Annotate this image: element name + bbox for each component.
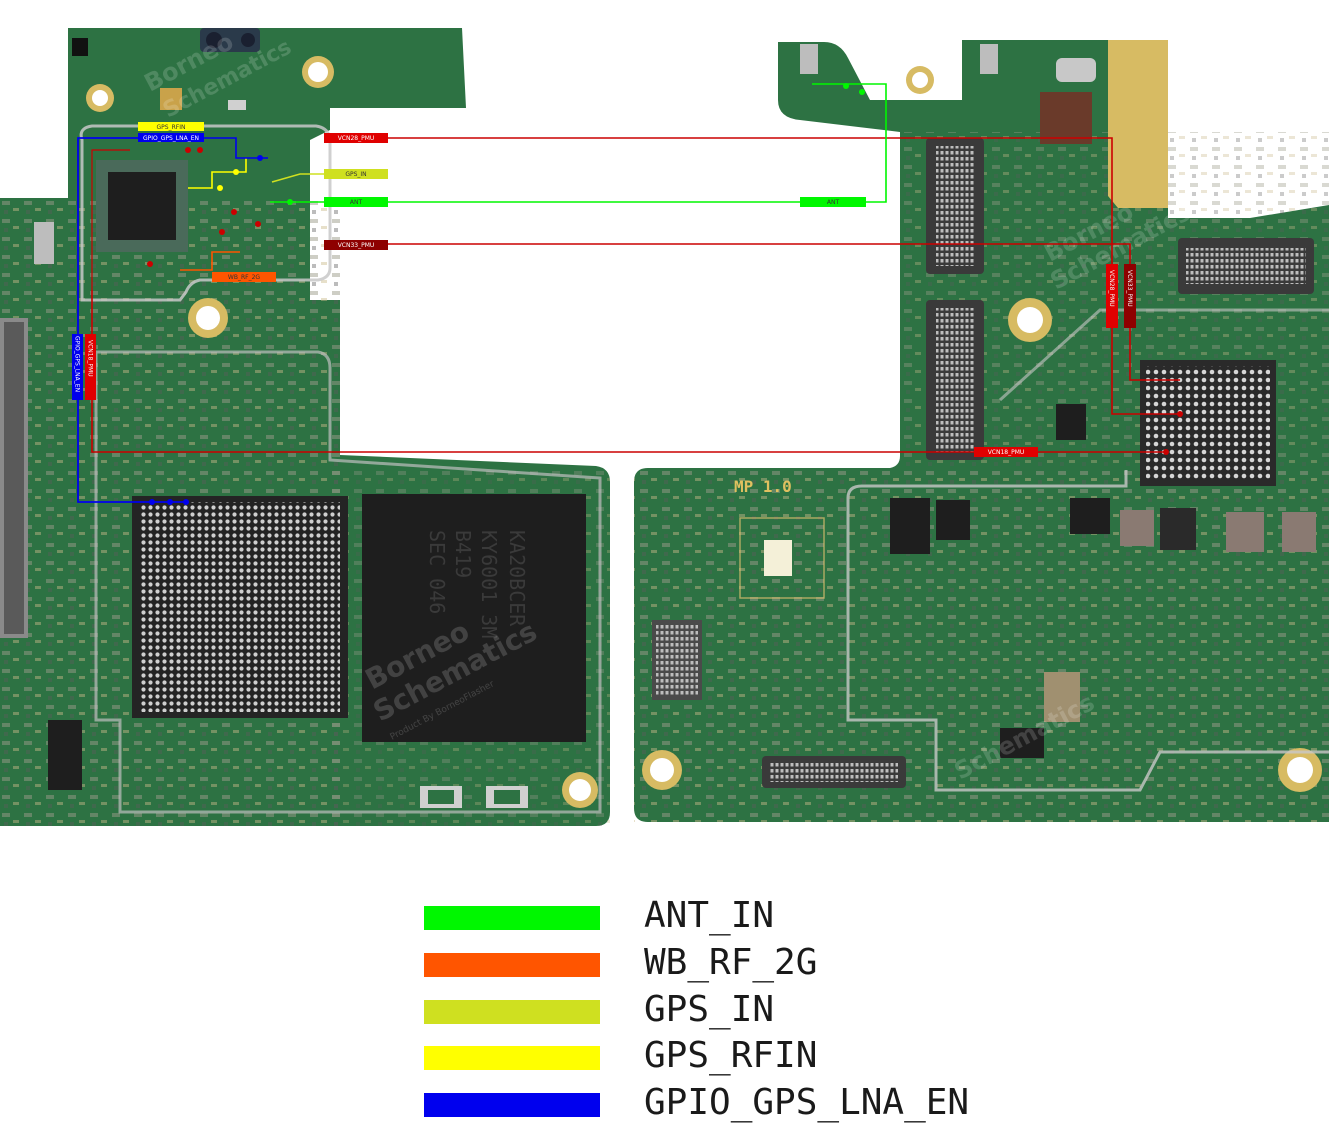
legend-item-gps-rfin: GPS_RFIN [424, 1036, 1124, 1076]
legend-label-gps-in: GPS_IN [644, 989, 775, 1030]
svg-text:VCN33_PMU: VCN33_PMU [338, 242, 375, 249]
legend-swatch-gps-in [424, 1000, 600, 1024]
svg-text:WB_RF_2G: WB_RF_2G [228, 274, 260, 281]
svg-text:ANT: ANT [350, 199, 363, 206]
legend-item-ant-in: ANT_IN [424, 896, 1124, 936]
right-board: MP 1.0 [634, 40, 1329, 822]
legend-item-wb-rf-2g: WB_RF_2G [424, 943, 1124, 983]
legend-swatch-gpio-gps-lna-en [424, 1093, 600, 1117]
trace-gpio-gps-lna-en [77, 137, 188, 503]
tag-vcn18-pmu-left: VCN18_PMU [85, 334, 96, 400]
tag-vcn33-pmu-right: VCN33_PMU [1124, 264, 1136, 328]
trace-gps-in [271, 173, 324, 183]
legend-swatch-gps-rfin [424, 1046, 600, 1070]
svg-text:ANT: ANT [827, 199, 840, 206]
trace-gps-rfin [188, 158, 247, 189]
memory-chip-marking: SEC 046 B419 KY6001 3M KA20BCER [425, 530, 529, 638]
svg-text:VCN18_PMU: VCN18_PMU [988, 449, 1025, 456]
tag-vcn33-pmu-top: VCN33_PMU [324, 240, 388, 250]
svg-text:GPIO_GPS_LNA_EN: GPIO_GPS_LNA_EN [74, 336, 81, 392]
chip-line-2: B419 [451, 530, 475, 578]
chip-line-4: KA20BCER [505, 530, 529, 627]
svg-text:GPS_IN: GPS_IN [345, 171, 366, 178]
legend-item-gps-in: GPS_IN [424, 990, 1124, 1030]
legend: ANT_IN WB_RF_2G GPS_IN GPS_RFIN GPIO_GPS… [0, 880, 1329, 1130]
trace-wb-rf-2g [180, 251, 240, 271]
svg-text:VCN28_PMU: VCN28_PMU [1108, 270, 1115, 307]
tag-wb-rf-2g: WB_RF_2G [212, 272, 276, 282]
tag-ant-left: ANT [324, 197, 388, 207]
legend-label-gpio-gps-lna-en: GPIO_GPS_LNA_EN [644, 1082, 970, 1123]
svg-text:GPIO_GPS_LNA_EN: GPIO_GPS_LNA_EN [143, 135, 199, 142]
chip-line-3: KY6001 3M [477, 530, 501, 638]
chip-line-1: SEC 046 [425, 530, 449, 614]
board-version-label: MP 1.0 [734, 477, 792, 496]
net-tags: GPS_RFIN GPIO_GPS_LNA_EN VCN28_PMU GPS_I… [72, 122, 1136, 457]
svg-text:VCN28_PMU: VCN28_PMU [338, 135, 375, 142]
tag-ant-right: ANT [800, 197, 866, 207]
legend-swatch-wb-rf-2g [424, 953, 600, 977]
tag-gpio-gps-lna-en-vertical: GPIO_GPS_LNA_EN [72, 334, 83, 400]
tag-vcn28-pmu-top: VCN28_PMU [324, 133, 388, 143]
tag-gps-rfin: GPS_RFIN [138, 122, 204, 131]
legend-item-gpio-gps-lna-en: GPIO_GPS_LNA_EN [424, 1083, 1124, 1123]
legend-swatch-ant-in [424, 906, 600, 930]
left-board: SEC 046 B419 KY6001 3M KA20BCER [0, 28, 610, 826]
pcb-board-diagram: SEC 046 B419 KY6001 3M KA20BCER [0, 27, 1329, 826]
legend-label-ant-in: ANT_IN [644, 895, 775, 936]
tag-gps-in: GPS_IN [324, 169, 388, 179]
legend-label-gps-rfin: GPS_RFIN [644, 1035, 818, 1076]
svg-text:VCN18_PMU: VCN18_PMU [87, 340, 94, 377]
tag-gpio-gps-lna-en: GPIO_GPS_LNA_EN [138, 133, 204, 142]
tag-vcn28-pmu-right: VCN28_PMU [1106, 264, 1118, 328]
svg-text:GPS_RFIN: GPS_RFIN [157, 124, 186, 131]
tag-vcn18-pmu-bottom: VCN18_PMU [974, 447, 1038, 457]
legend-label-wb-rf-2g: WB_RF_2G [644, 942, 818, 983]
svg-text:VCN33_PMU: VCN33_PMU [1126, 270, 1133, 307]
